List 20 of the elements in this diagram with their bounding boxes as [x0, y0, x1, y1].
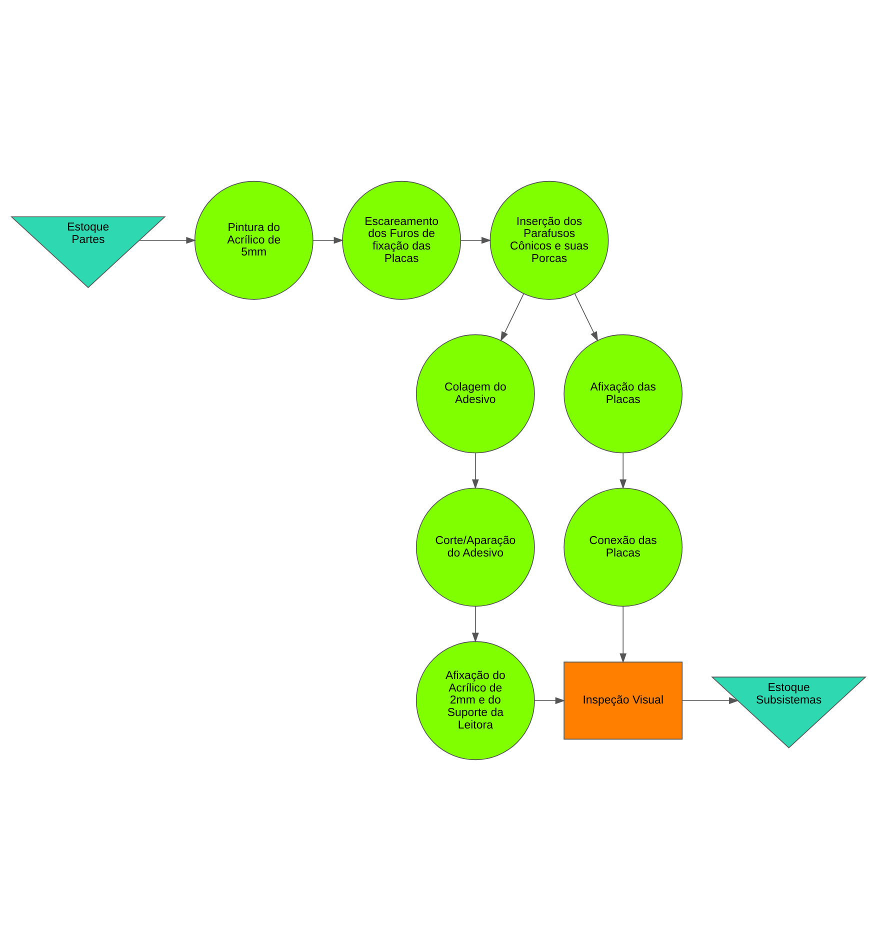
arrow — [574, 292, 598, 342]
node-circle: Afixação do Acrílico de 2mm e do Suporte da Leitora — [416, 640, 535, 760]
node-circle: Pintura do Acrílico de 5mm — [194, 180, 314, 300]
arrow — [620, 452, 627, 489]
node-box: Inspeção Visual — [564, 661, 683, 740]
node-circle: Colagem do Adesivo — [416, 334, 535, 453]
node-circle: Escareamento dos Furos de fixação das Placas — [342, 180, 462, 300]
arrow — [682, 696, 739, 704]
node-circle: Afixação das Placas — [564, 334, 683, 453]
arrow — [500, 292, 524, 342]
arrow — [138, 236, 196, 244]
arrow — [312, 236, 344, 244]
arrow — [472, 452, 479, 489]
node-circle: Corte/Aparação do Adesivo — [416, 487, 535, 606]
arrow — [460, 236, 492, 244]
arrow — [534, 696, 566, 704]
node-circle: Inserção dos Parafusos Cônicos e suas Porcas — [490, 180, 609, 300]
arrow — [472, 606, 479, 642]
node-circle: Conexão das Placas — [564, 487, 683, 606]
arrow — [620, 606, 627, 663]
